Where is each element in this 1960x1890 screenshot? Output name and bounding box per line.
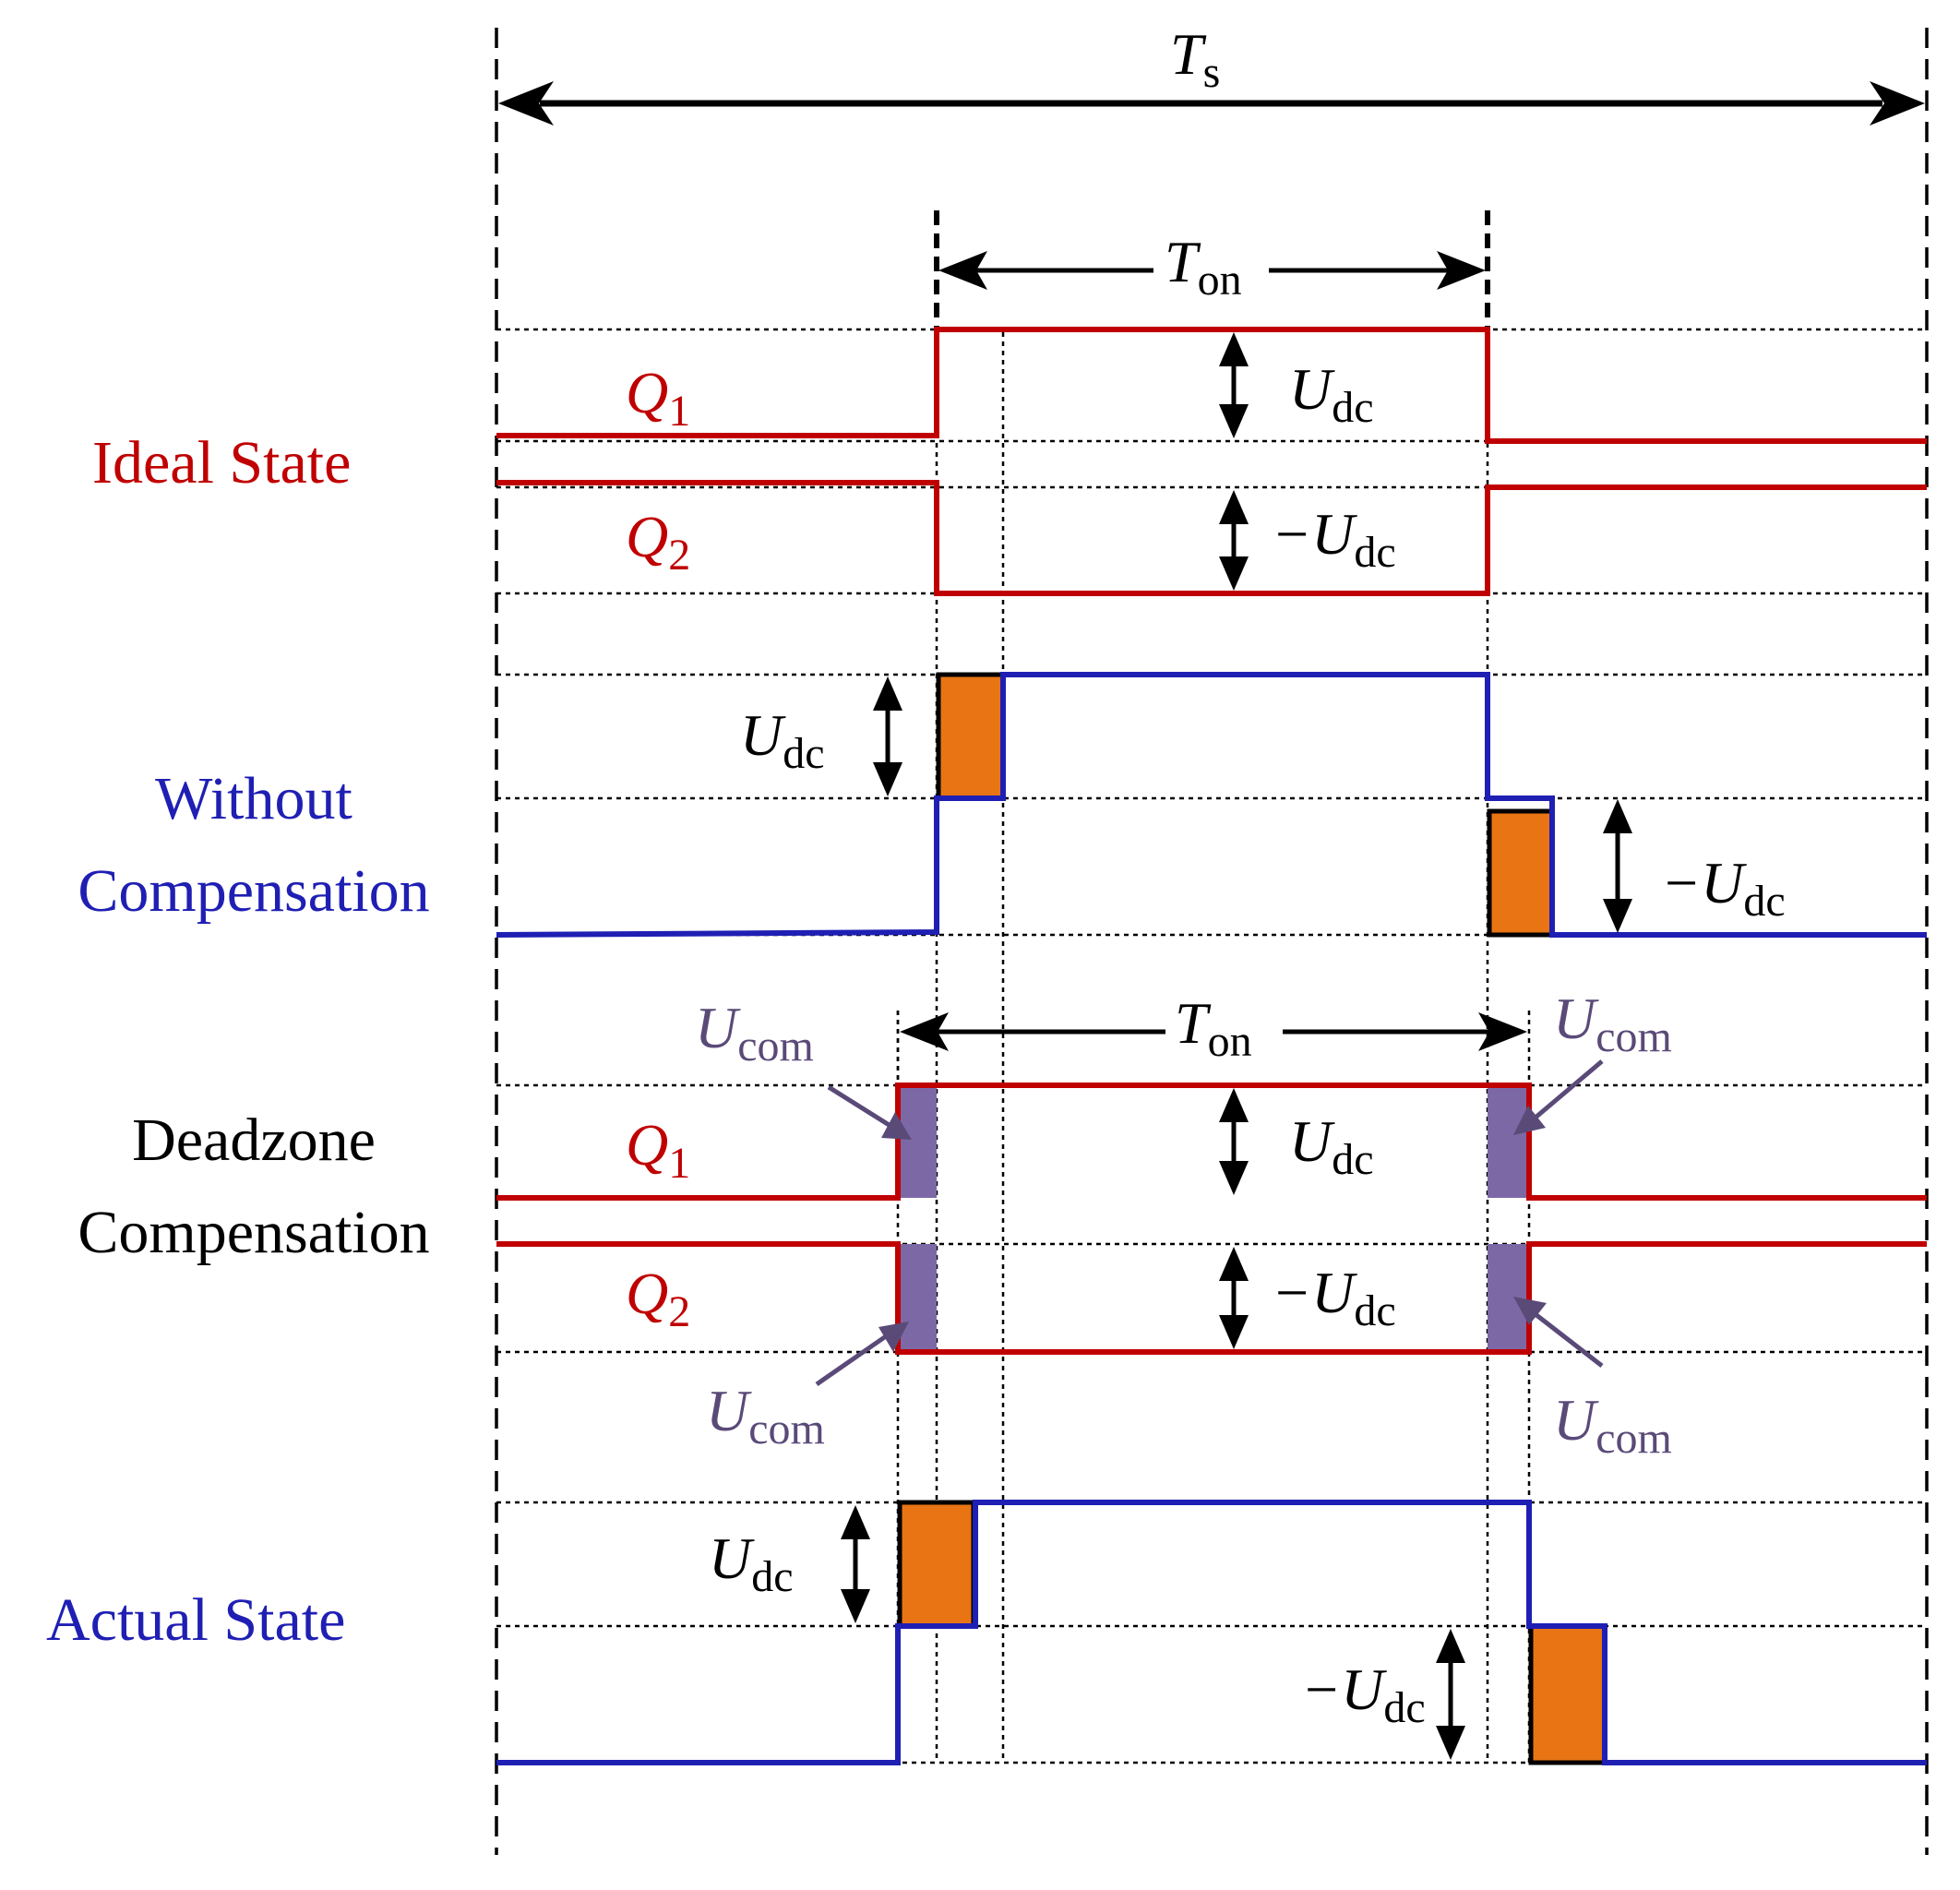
without-deadtime-pulse-rising: [936, 672, 1006, 801]
ucom-region-q2-falling: [1488, 1244, 1529, 1352]
ts-label: Ts: [1170, 21, 1220, 97]
ucom-region-q1-falling: [1488, 1085, 1529, 1198]
ucom-region-q2-rising: [898, 1244, 937, 1352]
without-deadtime-pulse-falling: [1487, 808, 1555, 938]
ideal-neg-udc-arrow: [1219, 490, 1249, 591]
ucom-region-q1-rising: [898, 1085, 937, 1198]
row-label-without-line2: Compensation: [78, 857, 429, 925]
ucom-label-top-left: Ucom: [695, 995, 814, 1071]
ton-label-deadzone: Ton: [1175, 990, 1252, 1066]
ucom-pointer-bottom-right: [1513, 1297, 1604, 1368]
ideal-q1-waveform: [496, 327, 1927, 444]
actual-deadtime-pulse-falling: [1528, 1623, 1607, 1765]
ton-arrow-deadzone: [900, 1012, 1527, 1051]
ideal-q2-label: Q2: [626, 504, 690, 580]
deadzone-q2-label: Q2: [626, 1261, 690, 1336]
deadzone-neg-udc-label: −Udc: [1272, 1260, 1396, 1335]
ideal-q1-label: Q1: [626, 360, 690, 436]
without-udc-arrow: [873, 676, 902, 796]
actual-neg-udc-label: −Udc: [1301, 1657, 1426, 1732]
ideal-q2-waveform: [496, 480, 1927, 596]
ucom-label-bottom-left: Ucom: [706, 1378, 825, 1453]
deadzone-udc-label: Udc: [1289, 1108, 1374, 1184]
without-compensation-waveform: [496, 672, 1927, 938]
deadzone-neg-udc-arrow: [1219, 1247, 1249, 1349]
actual-state-waveform: [496, 1500, 1927, 1765]
deadzone-udc-arrow: [1219, 1088, 1249, 1195]
ucom-label-top-right: Ucom: [1553, 986, 1672, 1061]
ucom-label-bottom-right: Ucom: [1553, 1387, 1672, 1463]
ton-label-top: Ton: [1165, 229, 1242, 305]
row-label-actual: Actual State: [46, 1586, 345, 1654]
ton-arrow-top: [938, 251, 1486, 290]
ucom-pointer-bottom-left: [815, 1322, 909, 1387]
ideal-udc-arrow: [1219, 332, 1249, 438]
deadzone-q1-waveform: [496, 1083, 1927, 1201]
row-label-deadzone-line2: Compensation: [78, 1199, 429, 1266]
without-neg-udc-arrow: [1603, 799, 1632, 933]
actual-udc-arrow: [841, 1505, 870, 1623]
without-udc-label: Udc: [740, 702, 825, 778]
actual-udc-label: Udc: [709, 1525, 794, 1601]
ucom-pointer-top-right: [1513, 1059, 1604, 1135]
actual-neg-udc-arrow: [1436, 1629, 1465, 1760]
actual-deadtime-pulse-rising: [897, 1500, 976, 1629]
deadzone-q1-label: Q1: [626, 1112, 690, 1188]
deadzone-q2-waveform: [496, 1241, 1927, 1355]
ideal-udc-label: Udc: [1289, 356, 1374, 432]
row-label-deadzone-line1: Deadzone: [132, 1106, 376, 1174]
ts-arrow: [498, 81, 1925, 126]
row-label-ideal: Ideal State: [92, 429, 351, 496]
ucom-pointer-top-left: [827, 1084, 912, 1140]
without-neg-udc-label: −Udc: [1661, 850, 1786, 926]
ideal-neg-udc-label: −Udc: [1272, 501, 1396, 577]
row-label-without-line1: Without: [155, 765, 353, 832]
